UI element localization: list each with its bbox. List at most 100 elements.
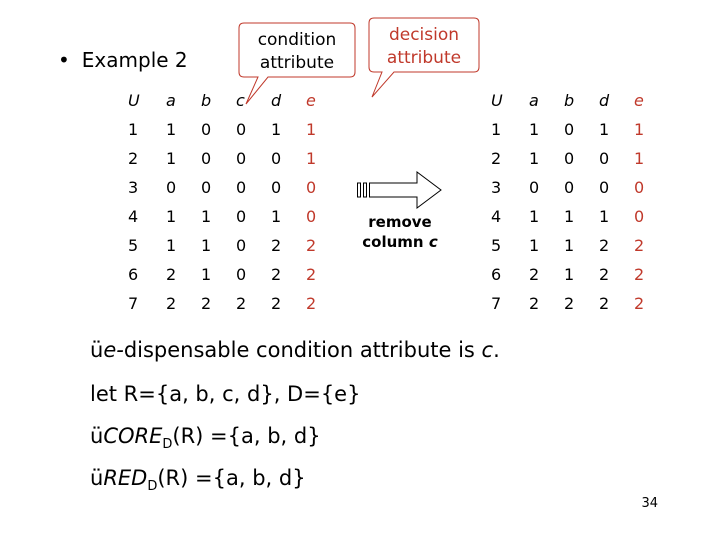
header-cell: c <box>236 91 245 110</box>
remove-column-text: column c <box>350 232 450 252</box>
right-arrow-icon <box>357 171 442 209</box>
let-text: let R={a, b, c, d}, D={e} <box>90 382 361 406</box>
table-cell: 7 <box>128 294 139 313</box>
table-header-row: U a b c d e <box>128 86 336 115</box>
table-cell: 0 <box>634 207 645 226</box>
table-cell: 0 <box>236 236 247 255</box>
e-prefix: e- <box>103 338 124 362</box>
table-row: 5 1 1 2 2 <box>491 231 664 260</box>
table-cell: 2 <box>599 236 610 255</box>
header-cell: U <box>491 91 503 110</box>
callout-bubble-shape <box>238 22 356 105</box>
table-cell: 2 <box>564 294 575 313</box>
table-cell: 2 <box>166 294 177 313</box>
table-cell: 6 <box>491 265 502 284</box>
core-subscript: D <box>162 437 173 453</box>
table-row: 4 1 1 1 0 <box>491 202 664 231</box>
table-cell: 1 <box>201 236 212 255</box>
table-row: 6 2 1 2 2 <box>491 260 664 289</box>
table-cell: 2 <box>634 236 645 255</box>
table-row: 2 1 0 0 0 1 <box>128 144 336 173</box>
table-cell: 0 <box>271 178 282 197</box>
red-value: (R) ={a, b, d} <box>157 466 306 490</box>
table-cell: 2 <box>491 149 502 168</box>
table-cell: 0 <box>166 178 177 197</box>
header-cell: U <box>128 91 140 110</box>
table-cell: 4 <box>491 207 502 226</box>
page-number: 34 <box>641 496 658 511</box>
table-cell: 0 <box>236 120 247 139</box>
attribute-c: c <box>481 338 494 362</box>
dispensable-text: dispensable condition attribute is <box>123 338 482 362</box>
table-cell: 1 <box>166 120 177 139</box>
red-line: üREDD(R) ={a, b, d} <box>90 466 306 494</box>
table-cell: 2 <box>306 236 317 255</box>
table-cell: 2 <box>529 265 540 284</box>
table-cell: 2 <box>306 294 317 313</box>
table-row: 6 2 1 0 2 2 <box>128 260 336 289</box>
table-cell: 0 <box>564 149 575 168</box>
decision-attribute-callout: decision attribute <box>368 17 480 98</box>
table-row: 4 1 1 0 1 0 <box>128 202 336 231</box>
table-cell: 3 <box>128 178 139 197</box>
table-cell: 7 <box>491 294 502 313</box>
table-cell: 0 <box>306 207 317 226</box>
table-cell: 0 <box>236 149 247 168</box>
table-cell: 2 <box>271 294 282 313</box>
table-cell: 0 <box>271 149 282 168</box>
table-cell: 1 <box>529 207 540 226</box>
table-cell: 1 <box>529 120 540 139</box>
table-cell: 5 <box>491 236 502 255</box>
table-cell: 1 <box>491 120 502 139</box>
header-cell: d <box>599 91 610 110</box>
table-cell: 0 <box>236 265 247 284</box>
table-cell: 0 <box>236 178 247 197</box>
period: . <box>493 338 500 362</box>
table-cell: 0 <box>201 149 212 168</box>
table-cell: 1 <box>599 120 610 139</box>
red-subscript: D <box>147 479 158 495</box>
header-cell: a <box>166 91 176 110</box>
table-row: 1 1 0 0 1 1 <box>128 115 336 144</box>
table-cell: 2 <box>599 294 610 313</box>
table-cell: 1 <box>271 120 282 139</box>
table-cell: 1 <box>564 207 575 226</box>
table-cell: 2 <box>128 149 139 168</box>
column-letter: c <box>428 233 438 251</box>
table-cell: 5 <box>128 236 139 255</box>
checkmark-icon: ü <box>90 424 104 448</box>
table-row: 1 1 0 1 1 <box>491 115 664 144</box>
table-cell: 3 <box>491 178 502 197</box>
checkmark-icon: ü <box>90 338 104 362</box>
table-cell: 0 <box>599 178 610 197</box>
table-cell: 1 <box>128 120 139 139</box>
table-cell: 2 <box>236 294 247 313</box>
table-cell: 2 <box>634 294 645 313</box>
table-cell: 0 <box>201 178 212 197</box>
table-cell: 2 <box>634 265 645 284</box>
table-cell: 1 <box>529 149 540 168</box>
callout-condition-text-1: condition <box>257 30 337 50</box>
slide-title-text: Example 2 <box>81 48 188 72</box>
table-cell: 1 <box>529 236 540 255</box>
table-cell: 4 <box>128 207 139 226</box>
table-cell: 1 <box>564 236 575 255</box>
table-cell: 0 <box>529 178 540 197</box>
callout-decision-text-1: decision <box>388 25 460 45</box>
table-cell: 0 <box>201 120 212 139</box>
table-cell: 1 <box>306 149 317 168</box>
table-cell: 2 <box>201 294 212 313</box>
checkmark-icon: ü <box>90 466 104 490</box>
table-cell: 2 <box>166 265 177 284</box>
table-cell: 2 <box>599 265 610 284</box>
remove-column-label: remove column c <box>350 212 450 252</box>
table-cell: 0 <box>564 120 575 139</box>
table-cell: 0 <box>306 178 317 197</box>
header-cell: b <box>564 91 575 110</box>
table-cell: 0 <box>564 178 575 197</box>
table-cell: 1 <box>166 149 177 168</box>
header-cell: e <box>306 91 316 110</box>
table-cell: 1 <box>201 265 212 284</box>
remove-text: remove <box>368 213 432 231</box>
table-row: 7 2 2 2 2 2 <box>128 289 336 318</box>
